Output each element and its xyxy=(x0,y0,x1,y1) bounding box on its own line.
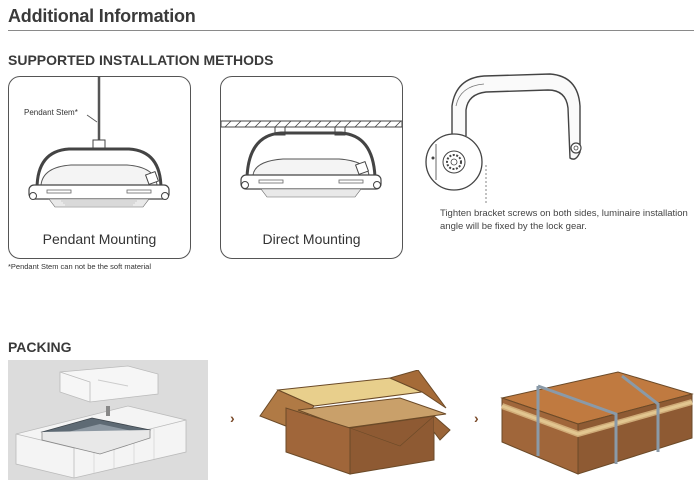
installation-heading: SUPPORTED INSTALLATION METHODS xyxy=(8,52,274,68)
bracket-adjustment-diagram xyxy=(425,73,582,204)
pendant-mounting-illustration xyxy=(28,77,170,208)
packing-open-box-step xyxy=(259,370,451,475)
bracket-instructions: Tighten bracket screws on both sides, lu… xyxy=(440,208,688,232)
direct-mounting-panel: Direct Mounting xyxy=(220,76,403,259)
packing-heading: PACKING xyxy=(8,339,72,355)
pendant-mounting-caption: Pendant Mounting xyxy=(42,231,157,247)
direct-mounting-caption: Direct Mounting xyxy=(262,231,361,247)
pendant-stem-note: *Pendant Stem can not be the soft materi… xyxy=(8,262,152,271)
direct-mounting-illustration xyxy=(221,120,402,198)
chevron-right-icon: › xyxy=(474,410,479,426)
pendant-stem-label: Pendant Stem* xyxy=(24,108,78,117)
pendant-mounting-panel: Pendant Mounting xyxy=(8,76,191,259)
title-divider xyxy=(8,30,694,31)
packing-sealed-box-step xyxy=(500,371,694,475)
chevron-right-icon: › xyxy=(230,410,235,426)
page-title: Additional Information xyxy=(8,6,196,26)
packing-foam-step xyxy=(8,360,208,480)
